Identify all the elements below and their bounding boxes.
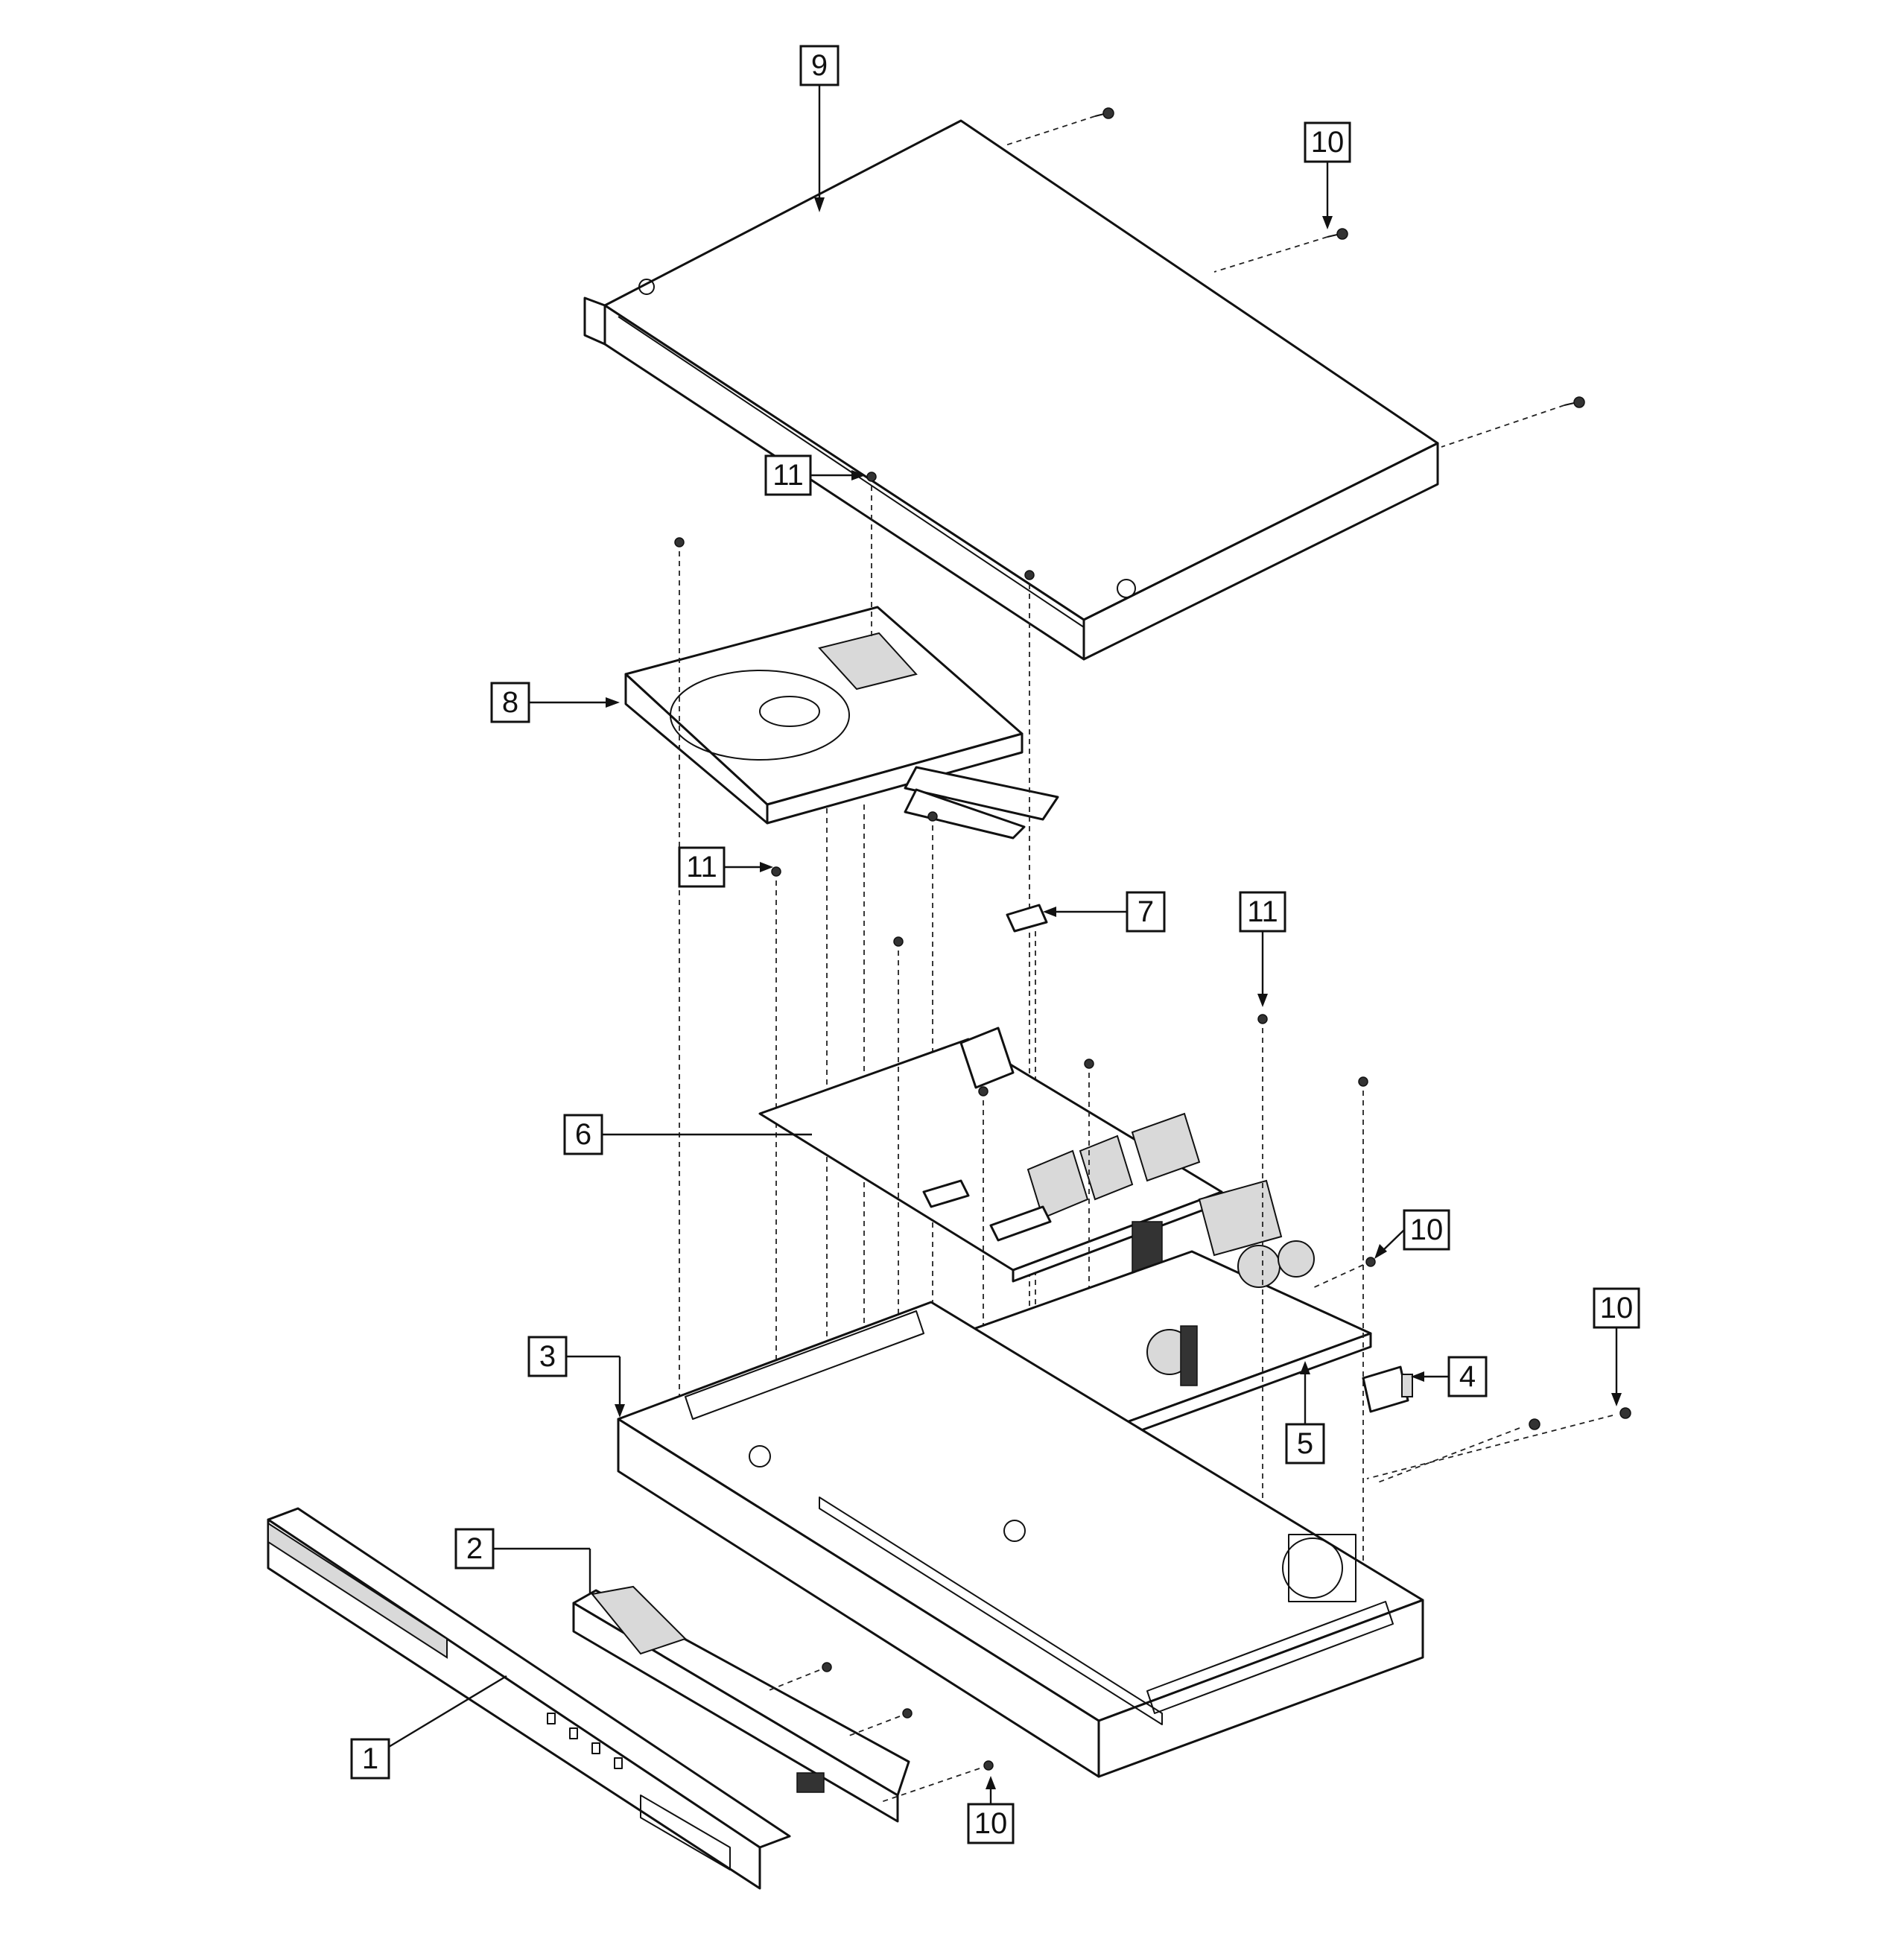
screw-icon [822,1662,832,1672]
screw-icon [1529,1418,1540,1430]
screw-icon [1327,228,1348,240]
callout-3: 3 [527,1336,625,1418]
callout-label: 7 [1137,895,1154,928]
callout-label: 10 [1410,1213,1444,1246]
callout-label: 5 [1297,1427,1313,1460]
screw-icon [1358,1076,1368,1087]
callout-label: 4 [1459,1360,1476,1393]
chassis-screws [1366,1407,1631,1483]
front-board-screws [767,1662,994,1803]
callout-10-bottom: 10 [967,1776,1015,1844]
front-board-part [572,1585,910,1823]
callout-label: 11 [686,851,717,883]
callout-7: 7 [1043,891,1166,933]
cover-screws [1005,107,1585,448]
callout-label: 3 [539,1340,556,1373]
callout-11-top: 11 [764,454,866,496]
callout-label: 11 [1247,895,1278,928]
screw-icon [1365,1257,1376,1267]
callout-label: 10 [974,1807,1008,1840]
callout-6: 6 [563,1114,812,1155]
main-board-part [758,1026,1223,1304]
screw-icon [674,537,685,548]
top-cover-part [583,119,1439,661]
callout-10-top: 10 [1304,121,1351,229]
panel-button-row [547,1713,623,1769]
callout-label: 11 [772,459,804,492]
chassis-part [617,1301,1424,1778]
screw-icon [771,866,781,877]
callout-10-mid: 10 [1374,1209,1450,1259]
callout-10-far-right: 10 [1593,1287,1640,1406]
screw-icon [1084,1059,1094,1069]
callout-1: 1 [350,1675,507,1780]
callout-label: 2 [466,1532,483,1565]
screw-icon [927,811,938,822]
screw-icon [1094,107,1114,119]
front-panel-part [267,1507,791,1890]
callout-label: 1 [362,1742,378,1775]
callout-label: 6 [575,1118,591,1151]
callout-5: 5 [1285,1361,1325,1465]
callout-label: 8 [502,686,518,719]
dvd-loader-part [624,606,1059,840]
callout-9: 9 [799,45,840,212]
callout-label: 10 [1311,126,1345,159]
screw-icon [983,1760,994,1771]
screw-icon [1257,1014,1268,1024]
screw-icon [1024,570,1035,580]
callout-label: 9 [811,49,828,82]
callout-11-mid: 11 [678,846,773,888]
switch-part [1362,1365,1413,1413]
callout-4: 4 [1411,1356,1488,1397]
screw-icon [866,472,877,482]
screw-icon [902,1708,913,1719]
power-screws [1257,1014,1376,1605]
screw-icon [1564,396,1585,408]
callout-8: 8 [490,682,620,723]
callout-2: 2 [454,1528,591,1594]
screw-icon [978,1086,989,1097]
screw-icon [893,936,904,947]
callout-11-right: 11 [1239,891,1286,1007]
screw-icon [1619,1407,1631,1419]
callout-label: 10 [1600,1292,1634,1324]
